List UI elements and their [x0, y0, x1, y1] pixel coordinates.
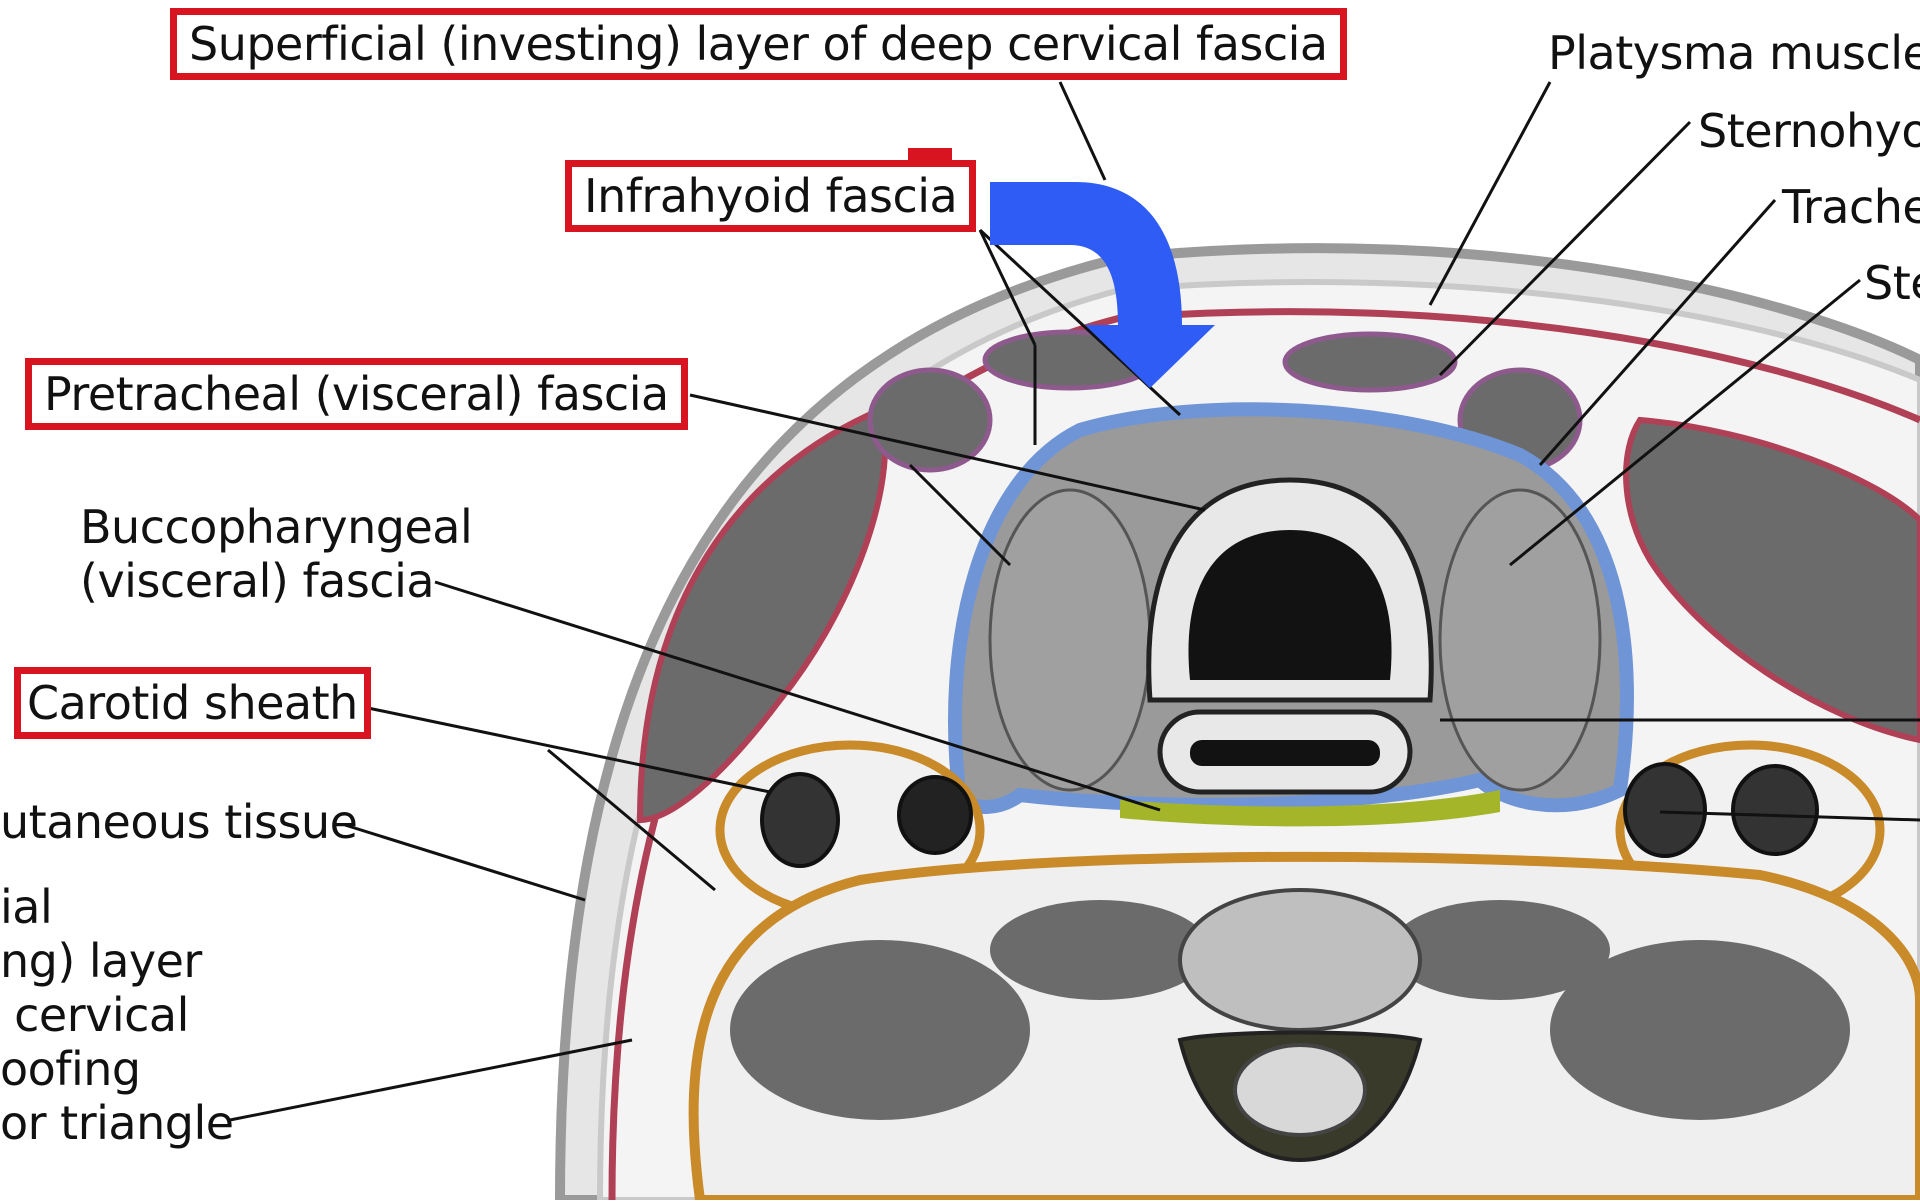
- prevertebral-muscle-left: [990, 900, 1210, 1000]
- label-sterno: Ste: [1864, 256, 1920, 310]
- label-carotid-sheath: Carotid sheath: [14, 667, 371, 739]
- internal-jugular-right: [1733, 766, 1817, 854]
- label-investing-layer-roofing: ial ng) layer cervical oofing or triangl…: [0, 880, 234, 1150]
- label-sternohyoid: Sternohyo: [1698, 104, 1920, 158]
- prevertebral-muscle-right: [1390, 900, 1610, 1000]
- label-subcutaneous-tissue: utaneous tissue: [0, 795, 357, 849]
- label-infrahyoid-fascia: Infrahyoid fascia: [565, 160, 976, 232]
- common-carotid-right: [1625, 764, 1705, 856]
- strap-muscle-3: [870, 370, 990, 470]
- strap-muscle-2: [1285, 334, 1455, 390]
- thyroid-left-lobe: [990, 490, 1150, 790]
- common-carotid-left: [762, 774, 838, 866]
- spinal-cord: [1235, 1045, 1365, 1135]
- esophagus-lumen: [1190, 740, 1380, 766]
- label-trachea: Trache: [1782, 180, 1920, 234]
- label-pretracheal-fascia: Pretracheal (visceral) fascia: [25, 358, 688, 430]
- label-superficial-investing-fascia: Superficial (investing) layer of deep ce…: [170, 8, 1347, 80]
- label-buccopharyngeal-fascia: Buccopharyngeal (visceral) fascia: [80, 500, 472, 608]
- deep-muscle-left: [730, 940, 1030, 1120]
- internal-jugular-left: [899, 777, 971, 853]
- label-platysma-muscle: Platysma muscle: [1548, 26, 1920, 80]
- thyroid-right-lobe: [1440, 490, 1600, 790]
- vertebral-body: [1180, 890, 1420, 1030]
